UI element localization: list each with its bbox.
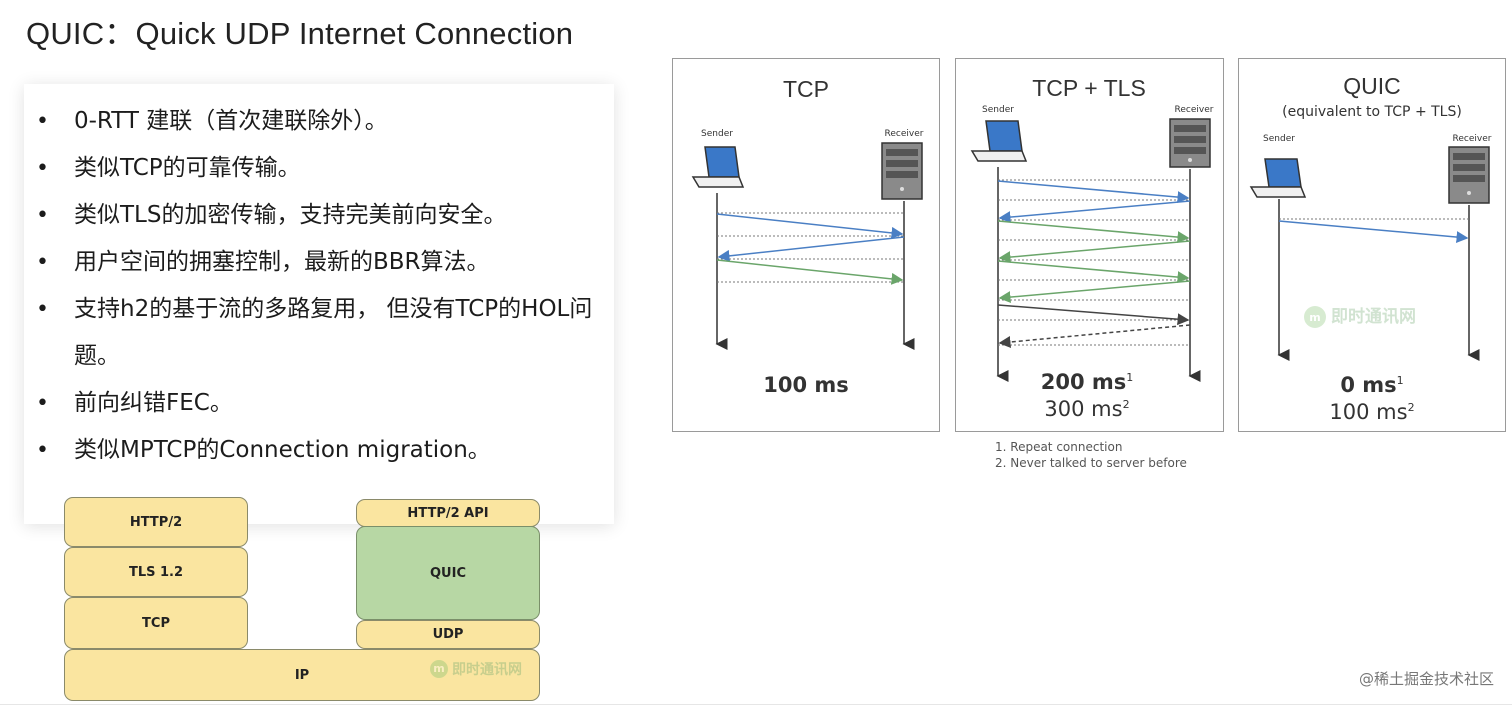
stack-layer-quic: QUIC xyxy=(356,526,540,620)
time-main: 200 ms1 xyxy=(1041,370,1134,394)
footnote: 1. Repeat connection xyxy=(995,440,1123,454)
svg-text:m: m xyxy=(1309,311,1320,324)
server-icon xyxy=(1169,118,1211,168)
stack-watermark: m 即时通讯网 xyxy=(430,659,522,679)
laptop-icon xyxy=(1249,158,1307,198)
feature-list: 0-RTT 建联（首次建联除外）。 类似TCP的可靠传输。 类似TLS的加密传输… xyxy=(36,98,606,474)
time-sub: 300 ms2 xyxy=(1044,397,1129,421)
source-credit: @稀土掘金技术社区 xyxy=(1358,670,1494,688)
receiver-label: Receiver xyxy=(1175,105,1214,115)
time-main: 100 ms xyxy=(763,373,849,397)
sender-label: Sender xyxy=(1263,134,1295,144)
footnotes: 1. Repeat connection 2. Never talked to … xyxy=(995,439,1187,471)
list-item: 0-RTT 建联（首次建联除外）。 xyxy=(36,98,606,145)
stack-layer-ip: IP xyxy=(64,649,540,701)
list-item: 前向纠错FEC。 xyxy=(36,380,606,427)
panel-title: QUIC xyxy=(1343,73,1401,99)
list-item: 类似MPTCP的Connection migration。 xyxy=(36,427,606,474)
list-item: 类似TCP的可靠传输。 xyxy=(36,145,606,192)
list-item: 支持h2的基于流的多路复用， 但没有TCP的HOL问题。 xyxy=(36,286,606,380)
laptop-icon xyxy=(970,120,1028,162)
list-item: 用户空间的拥塞控制，最新的BBR算法。 xyxy=(36,239,606,286)
page-title: QUIC：Quick UDP Internet Connection xyxy=(26,16,574,51)
receiver-label: Receiver xyxy=(1453,134,1492,144)
time-main: 0 ms1 xyxy=(1340,373,1403,397)
server-icon xyxy=(881,142,923,200)
receiver-label: Receiver xyxy=(885,129,924,139)
sender-label: Sender xyxy=(982,105,1014,115)
server-icon xyxy=(1448,146,1490,204)
watermark-logo-icon: m xyxy=(430,660,448,678)
footnote: 2. Never talked to server before xyxy=(995,456,1187,470)
stack-layer-http2: HTTP/2 xyxy=(64,497,248,547)
watermark-text: 即时通讯网 xyxy=(452,662,522,678)
time-sub: 100 ms2 xyxy=(1329,400,1414,424)
panel-tcp-tls: TCP + TLS Sender Receiver xyxy=(955,58,1224,432)
stack-layer-tls: TLS 1.2 xyxy=(64,547,248,597)
sender-label: Sender xyxy=(701,129,733,139)
svg-text:即时通讯网: 即时通讯网 xyxy=(1331,307,1416,327)
panel-title: TCP xyxy=(783,76,829,102)
list-item: 类似TLS的加密传输，支持完美前向安全。 xyxy=(36,192,606,239)
panel-watermark: m 即时通讯网 xyxy=(1304,306,1416,328)
stack-layer-udp: UDP xyxy=(356,620,540,649)
panel-subtitle: (equivalent to TCP + TLS) xyxy=(1282,104,1462,120)
stack-layer-tcp: TCP xyxy=(64,597,248,649)
panel-quic: QUIC (equivalent to TCP + TLS) Sender Re… xyxy=(1238,58,1506,432)
panel-title: TCP + TLS xyxy=(1032,75,1146,101)
laptop-icon xyxy=(691,146,745,188)
panel-tcp: TCP Sender Receiver 100 ms xyxy=(672,58,940,432)
bottom-divider xyxy=(0,704,1512,705)
stack-layer-http2-api: HTTP/2 API xyxy=(356,499,540,527)
